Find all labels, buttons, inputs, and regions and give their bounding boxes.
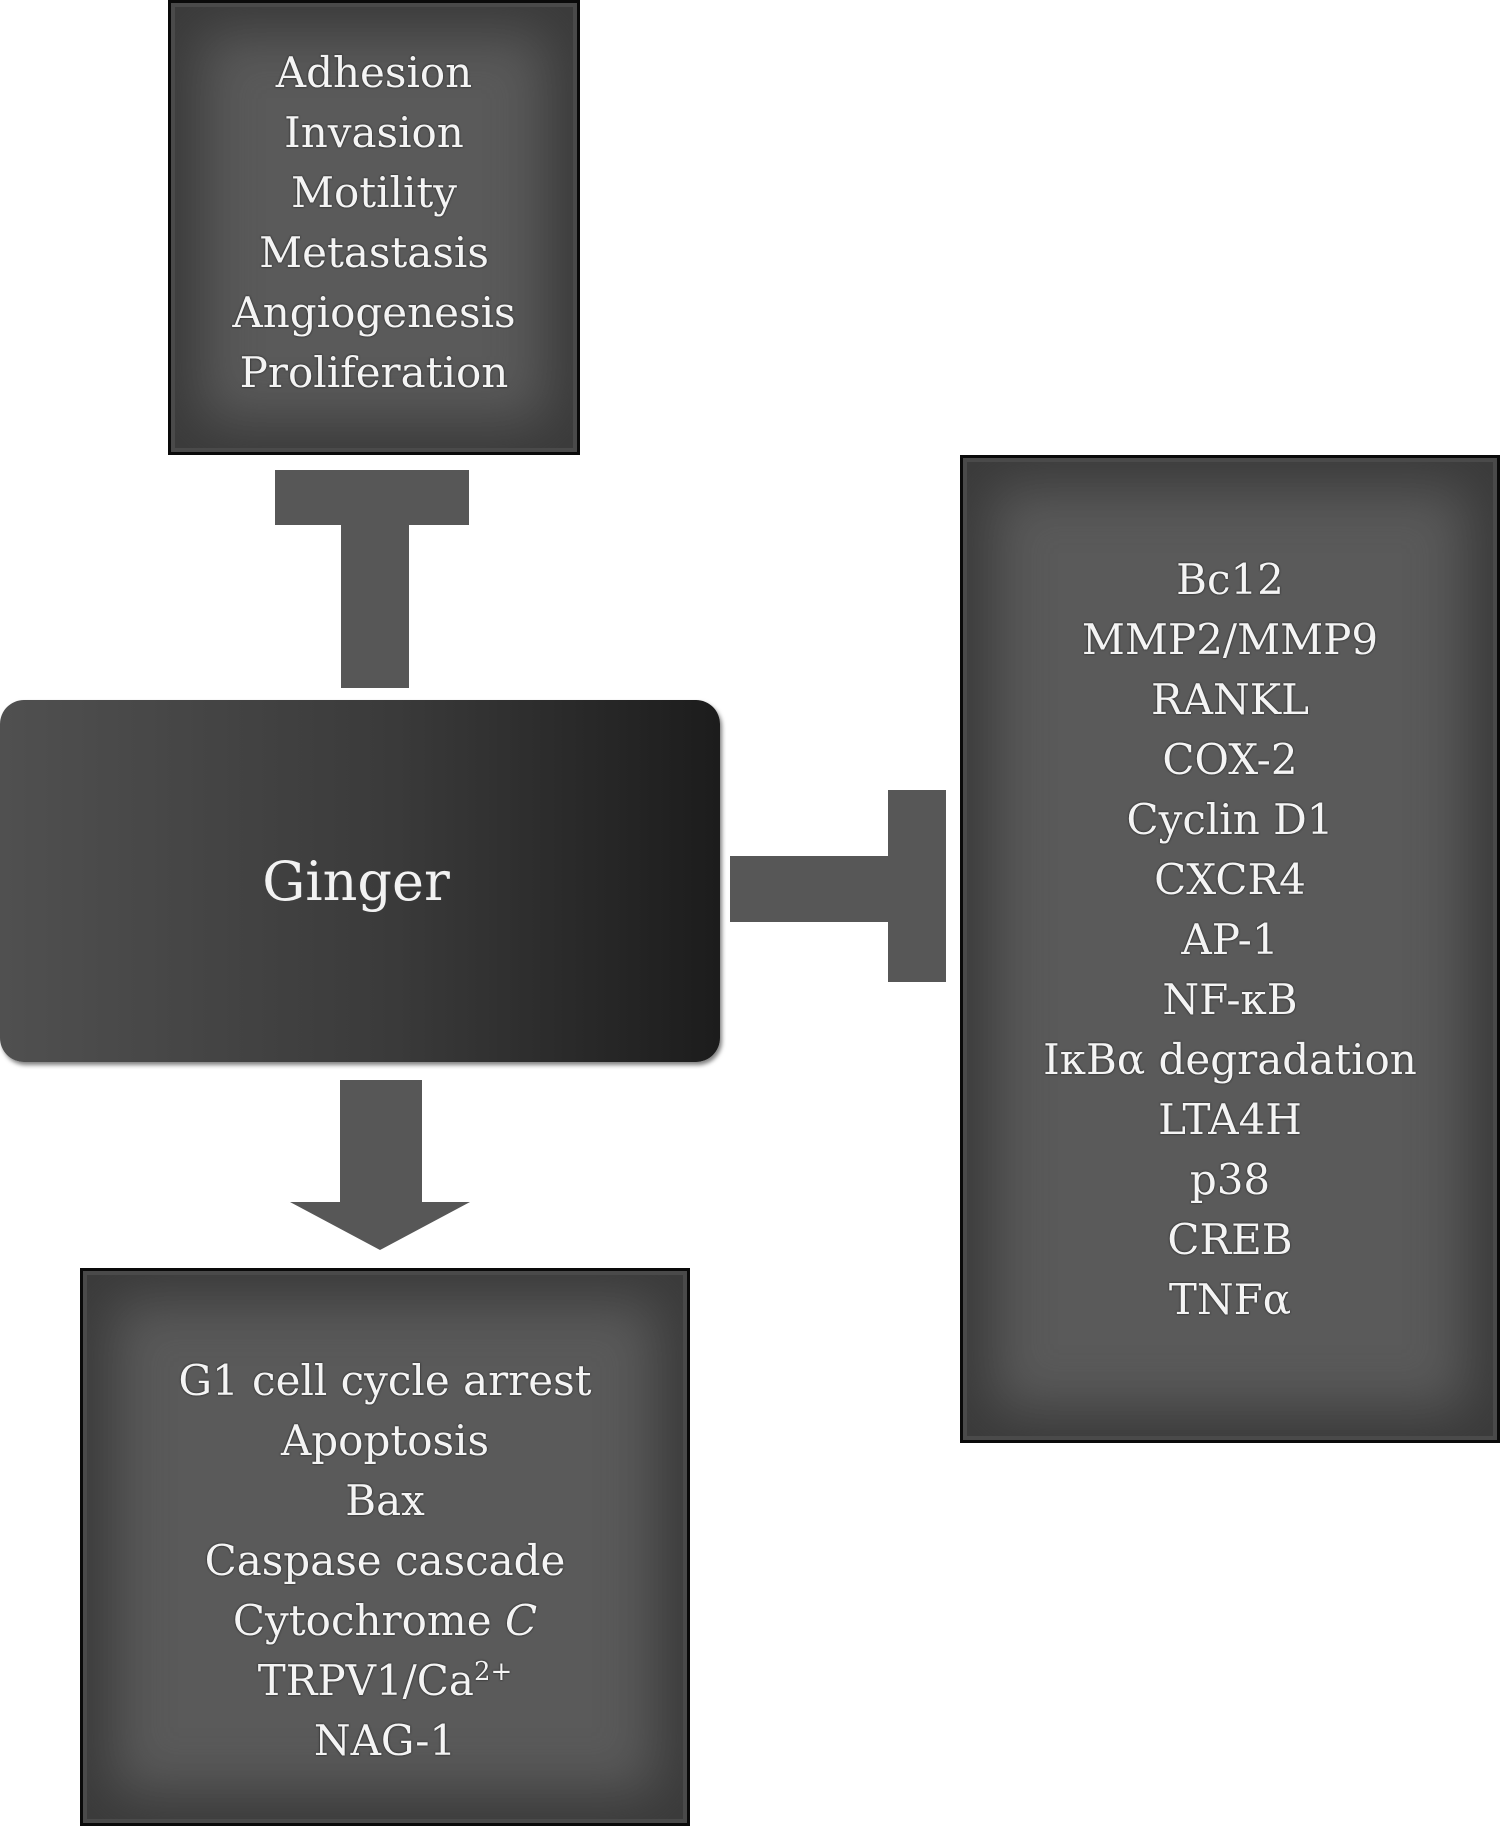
right-item-nfkb: NF-κB: [1162, 975, 1298, 1024]
top-item-adhesion: Adhesion: [275, 48, 473, 97]
right-item-ikba-degradation: IκBα degradation: [1043, 1035, 1417, 1084]
bottom-item-bax: Bax: [345, 1476, 425, 1525]
top-inhibition-bar: [275, 470, 469, 525]
down-arrow-shape: [290, 1080, 470, 1250]
bottom-item-caspase-cascade: Caspase cascade: [204, 1536, 566, 1585]
right-item-cox2: COX-2: [1162, 735, 1298, 784]
bottom-item-trpv1-ca: TRPV1/Ca2+: [258, 1651, 513, 1711]
bottom-item-cytochrome-c: Cytochrome C: [233, 1591, 537, 1651]
bottom-item-nag1: NAG-1: [313, 1716, 457, 1765]
ginger-label: Ginger: [262, 849, 450, 913]
right-item-cyclin-d1: Cyclin D1: [1126, 795, 1334, 844]
right-item-rankl: RANKL: [1151, 675, 1309, 724]
cytochrome-text: Cytochrome: [232, 1596, 492, 1645]
right-item-lta4h: LTA4H: [1158, 1095, 1302, 1144]
top-item-metastasis: Metastasis: [259, 228, 489, 277]
top-effects-box: Adhesion Invasion Motility Metastasis An…: [168, 0, 580, 455]
right-inhibition-bar: [888, 790, 946, 982]
top-item-proliferation: Proliferation: [239, 348, 509, 397]
right-item-mmp: MMP2/MMP9: [1081, 615, 1379, 664]
right-item-ap1: AP-1: [1181, 915, 1279, 964]
top-item-invasion: Invasion: [284, 108, 464, 157]
top-effects-list: Adhesion Invasion Motility Metastasis An…: [171, 43, 577, 403]
bottom-item-g1-arrest: G1 cell cycle arrest: [178, 1356, 592, 1405]
right-targets-box: Bc12 MMP2/MMP9 RANKL COX-2 Cyclin D1 CXC…: [960, 455, 1500, 1443]
top-item-motility: Motility: [290, 168, 458, 217]
bottom-item-apoptosis: Apoptosis: [280, 1416, 490, 1465]
right-item-p38: p38: [1189, 1155, 1271, 1204]
top-inhibition-stem: [341, 520, 409, 688]
right-item-bc12: Bc12: [1176, 555, 1284, 604]
bottom-effects-box: G1 cell cycle arrest Apoptosis Bax Caspa…: [80, 1268, 690, 1826]
down-activation-arrow: [290, 1080, 470, 1250]
right-item-creb: CREB: [1167, 1215, 1293, 1264]
right-inhibition-stem: [730, 856, 900, 922]
bottom-effects-list: G1 cell cycle arrest Apoptosis Bax Caspa…: [83, 1351, 687, 1771]
ginger-node: Ginger: [0, 700, 720, 1062]
right-item-tnfa: TNFα: [1168, 1275, 1292, 1324]
top-item-angiogenesis: Angiogenesis: [232, 288, 516, 337]
trpv-superscript: 2+: [473, 1657, 513, 1687]
right-targets-list: Bc12 MMP2/MMP9 RANKL COX-2 Cyclin D1 CXC…: [963, 550, 1497, 1330]
trpv-text: TRPV1/Ca: [257, 1656, 474, 1705]
cytochrome-italic-c: C: [504, 1596, 538, 1645]
right-item-cxcr4: CXCR4: [1154, 855, 1306, 904]
